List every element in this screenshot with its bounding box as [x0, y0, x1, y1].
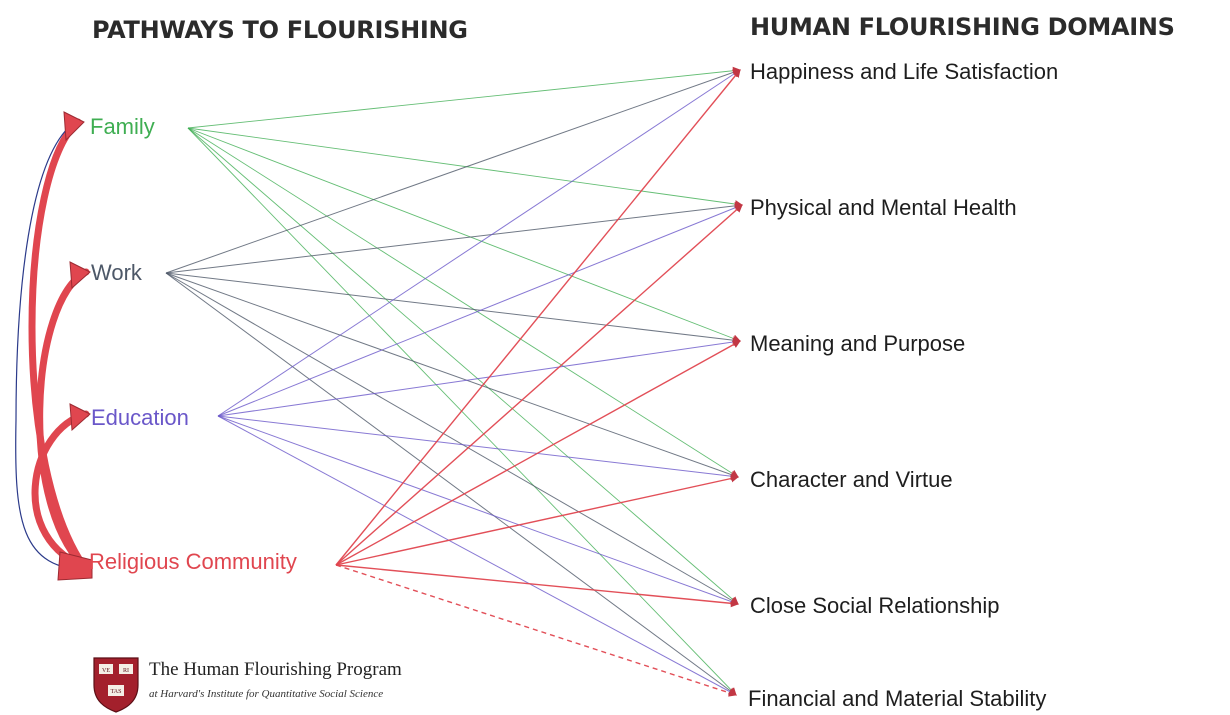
curved-arrows	[15, 111, 93, 581]
link-work-to-domain-1	[165, 201, 743, 274]
logo-subtitle: at Harvard's Institute for Quantitative …	[149, 688, 384, 700]
pathway-education: Education	[91, 405, 189, 430]
link-family-to-domain-0	[187, 66, 741, 129]
shield-text-3: TAS	[111, 689, 122, 695]
pathway-religious-community: Religious Community	[89, 549, 297, 574]
logo-title: The Human Flourishing Program	[149, 659, 402, 680]
link-religious-to-domain-2	[335, 340, 741, 566]
shield-text-2: RI	[123, 668, 129, 674]
curve-to-work-arrow	[36, 268, 92, 574]
link-work-to-domain-2	[165, 272, 741, 345]
domain-health: Physical and Mental Health	[750, 195, 1017, 220]
link-work-to-domain-3	[165, 272, 739, 479]
program-logo: VE RI TAS The Human Flourishing Program …	[91, 655, 471, 715]
arrowhead-education	[69, 403, 91, 432]
domain-social: Close Social Relationship	[750, 593, 1000, 618]
link-religious-to-domain-0	[335, 69, 741, 566]
link-family-to-domain-2	[187, 127, 741, 343]
link-family-to-domain-1	[187, 127, 743, 208]
domain-character: Character and Virtue	[750, 467, 953, 492]
curve-outline	[15, 119, 91, 571]
domain-financial: Financial and Material Stability	[748, 686, 1047, 711]
link-family-to-domain-4	[187, 127, 739, 605]
link-work-to-domain-4	[165, 272, 739, 605]
link-religious-to-domain-5	[335, 564, 737, 697]
link-religious-to-domain-3	[335, 474, 739, 566]
arrowhead-family	[63, 111, 85, 142]
arrowhead-work	[69, 261, 91, 290]
pathway-work: Work	[91, 260, 142, 285]
harvard-shield-icon: VE RI TAS	[93, 657, 139, 713]
arrow-base-religious	[57, 551, 93, 581]
pathways-heading: PATHWAYS TO FLOURISHING	[92, 16, 468, 44]
link-education-to-domain-0	[217, 69, 741, 417]
pathway-family: Family	[90, 114, 155, 139]
connection-lines	[165, 66, 743, 697]
link-work-to-domain-5	[165, 272, 737, 696]
domain-happiness: Happiness and Life Satisfaction	[750, 59, 1059, 84]
link-work-to-domain-0	[165, 68, 741, 274]
link-education-to-domain-1	[217, 203, 743, 417]
link-education-to-domain-3	[217, 415, 739, 481]
link-religious-to-domain-1	[335, 204, 743, 566]
curve-to-family-arrow	[28, 118, 92, 576]
link-education-to-domain-2	[217, 338, 741, 417]
shield-text-1: VE	[102, 668, 110, 674]
link-education-to-domain-5	[217, 415, 737, 696]
domain-meaning: Meaning and Purpose	[750, 331, 966, 356]
link-education-to-domain-4	[217, 415, 739, 606]
link-religious-to-domain-4	[335, 564, 739, 608]
link-family-to-domain-3	[187, 127, 739, 478]
domains-heading: HUMAN FLOURISHING DOMAINS	[750, 13, 1175, 41]
